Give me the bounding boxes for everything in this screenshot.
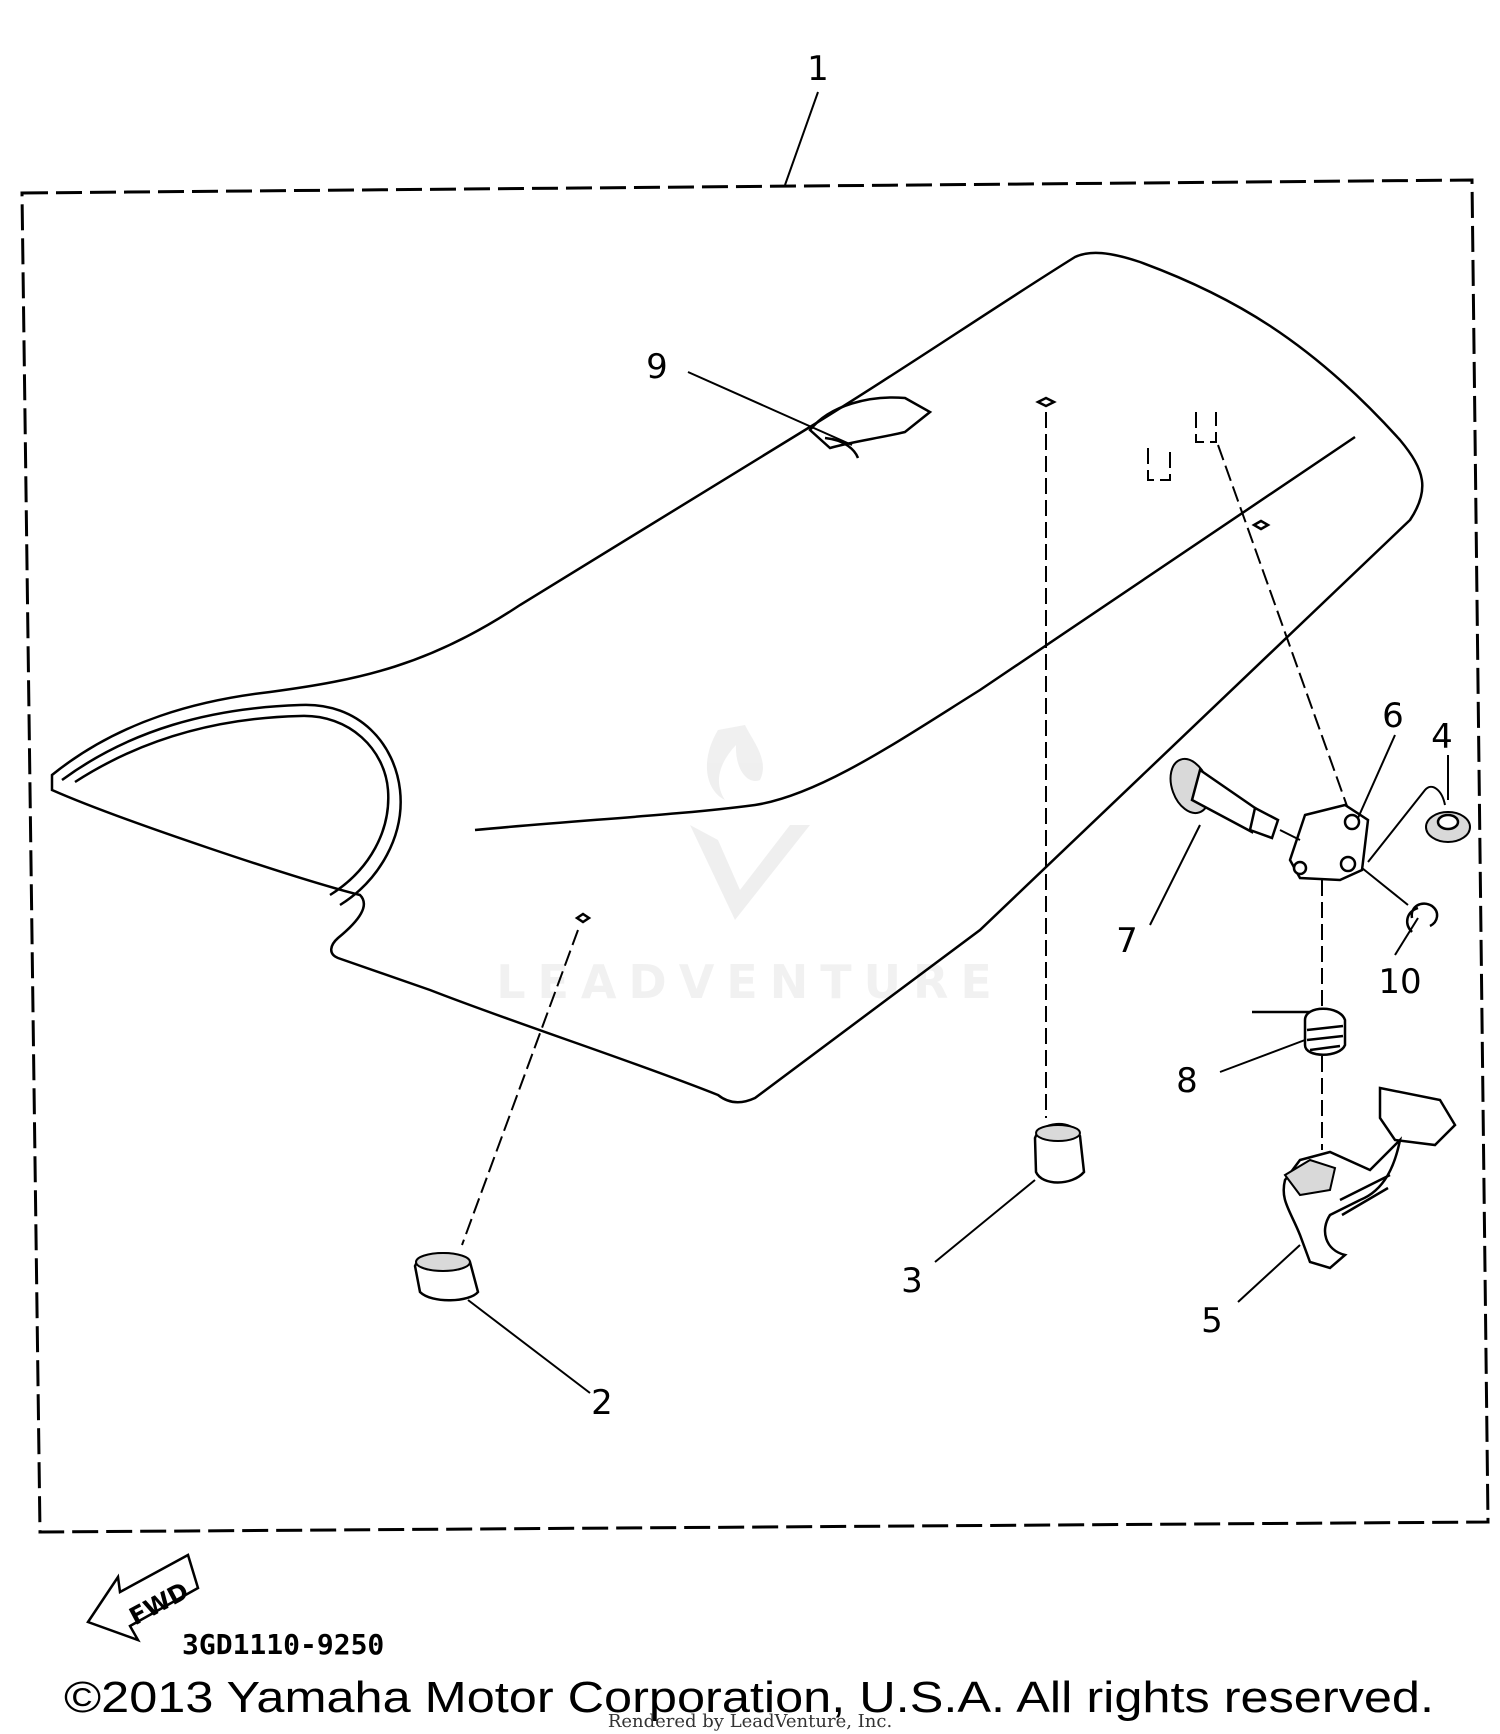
grommet-4	[1425, 811, 1471, 843]
watermark-flame-icon	[706, 725, 763, 800]
watermark: LEADVENTURE	[496, 725, 1004, 1009]
callout-5: 5	[1201, 1301, 1223, 1341]
callout-10: 10	[1378, 962, 1421, 1002]
link-10	[1361, 867, 1409, 906]
seat-outline	[50, 251, 1424, 1104]
mount-line-2	[461, 929, 579, 1246]
watermark-text: LEADVENTURE	[496, 955, 1004, 1009]
leader-lines	[467, 91, 1449, 1394]
callout-1: 1	[807, 49, 829, 89]
bracket-6	[1288, 803, 1370, 882]
assembly-frame	[20, 178, 1490, 1534]
link-7	[1279, 829, 1301, 841]
callout-7: 7	[1116, 921, 1138, 961]
bolt-7	[1169, 757, 1280, 840]
copyright-notice: ©2013 Yamaha Motor Corporation, U.S.A. A…	[64, 1673, 1434, 1722]
watermark-logo-icon	[690, 825, 810, 920]
callout-3: 3	[901, 1261, 923, 1301]
damper-3	[1033, 1122, 1086, 1184]
lock-hook-5	[1282, 1086, 1457, 1270]
callout-4: 4	[1431, 717, 1453, 757]
callout-8: 8	[1176, 1061, 1198, 1101]
callout-2: 2	[591, 1383, 613, 1423]
mount-line-6	[1217, 444, 1353, 821]
link-4	[1367, 785, 1446, 863]
damper-2	[413, 1252, 480, 1302]
diagram-number: 3GD1110-9250	[182, 1628, 384, 1661]
spring-8	[1252, 1007, 1347, 1056]
callout-9: 9	[646, 347, 668, 387]
callout-6: 6	[1382, 696, 1404, 736]
rendered-by-credit: Rendered by LeadVenture, Inc.	[608, 1711, 892, 1732]
